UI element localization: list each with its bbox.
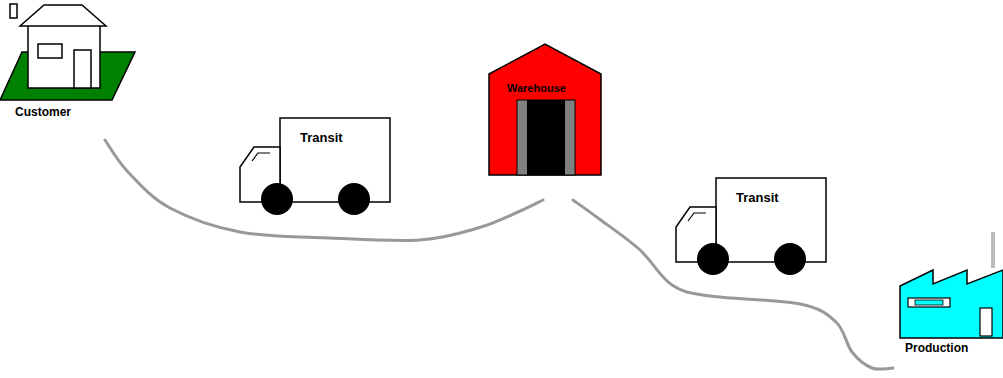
customer-house: Customer bbox=[0, 0, 140, 140]
node-label: Transit bbox=[300, 131, 343, 145]
node-label: Transit bbox=[736, 191, 779, 205]
production-factory: Production bbox=[893, 262, 1003, 375]
node-label: Production bbox=[905, 342, 968, 355]
node-label: Customer bbox=[15, 106, 71, 119]
warehouse-building: Warehouse bbox=[485, 40, 605, 200]
warehouse-building-outline bbox=[485, 40, 605, 200]
production-factory-outline bbox=[893, 262, 1003, 375]
transit-truck: Transit bbox=[674, 175, 834, 280]
transit-truck: Transit bbox=[238, 115, 398, 220]
node-label: Warehouse bbox=[507, 82, 566, 94]
